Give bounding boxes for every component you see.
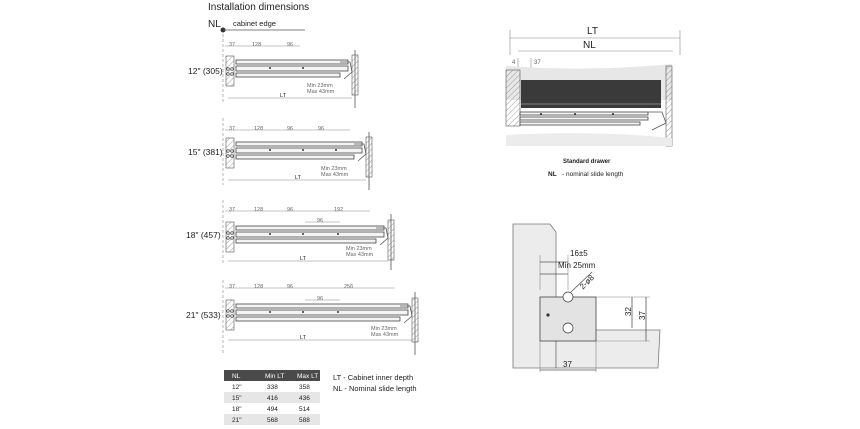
bracket-detail-diagram: 16±5 Min 25mm 2-ø8 32 37 37 <box>512 223 661 372</box>
cabinet-edge-label: cabinet edge <box>233 19 276 28</box>
svg-text:96: 96 <box>287 207 293 213</box>
svg-text:96: 96 <box>287 126 293 132</box>
std-nl-note: - nominal slide length <box>562 171 624 178</box>
svg-text:37: 37 <box>229 126 235 132</box>
table-header: Max LT <box>297 373 318 380</box>
svg-text:256: 256 <box>344 284 353 290</box>
svg-text:LT: LT <box>280 93 287 99</box>
svg-text:128: 128 <box>254 284 263 290</box>
slide-variant-12: 12" (305) 37 128 96 Min 23mm Max 43mm LT <box>188 34 359 108</box>
slide-variant-18: 18" (457) 37 128 96 192 96 Min 23mm Max … <box>186 200 395 270</box>
svg-text:96: 96 <box>317 218 323 224</box>
dim-32: 32 <box>624 307 633 316</box>
slide-variant-21: 21" (533) 37 128 96 256 96 Min 23mm Max … <box>186 280 419 355</box>
page-title: Installation dimensions <box>208 2 309 13</box>
svg-text:96: 96 <box>317 296 323 302</box>
svg-text:NL: NL <box>548 171 557 178</box>
std-nl-label: NL <box>583 40 596 51</box>
variant-size-label: 21" (533) <box>186 310 221 320</box>
svg-text:Min 23mm: Min 23mm <box>307 83 333 89</box>
dim-min-25: Min 25mm <box>558 261 596 270</box>
table-row: 12" 338 358 <box>232 384 310 391</box>
svg-text:494: 494 <box>267 406 278 413</box>
dim-hole: 2-ø8 <box>578 273 596 291</box>
svg-text:Max 43mm: Max 43mm <box>346 252 374 258</box>
legend-nl: NL - Nominal slide length <box>333 384 417 393</box>
table-row: 21" 568 588 <box>232 417 310 424</box>
svg-text:LT: LT <box>300 335 307 341</box>
svg-text:128: 128 <box>254 126 263 132</box>
svg-text:192: 192 <box>334 207 343 213</box>
svg-text:128: 128 <box>254 207 263 213</box>
variant-size-label: 18" (457) <box>186 230 221 240</box>
svg-text:338: 338 <box>267 384 278 391</box>
svg-text:Max 43mm: Max 43mm <box>371 332 399 338</box>
svg-text:18": 18" <box>232 406 242 413</box>
dim-37-vertical: 37 <box>638 311 647 320</box>
svg-text:15": 15" <box>232 395 242 402</box>
variant-size-label: 12" (305) <box>188 66 223 76</box>
svg-text:358: 358 <box>299 384 310 391</box>
svg-text:Min 23mm: Min 23mm <box>321 166 347 172</box>
svg-text:96: 96 <box>287 284 293 290</box>
variant-size-label: 15" (381) <box>188 147 223 157</box>
std-lt-label: LT <box>587 26 598 37</box>
svg-text:LT: LT <box>295 175 302 181</box>
standard-drawer-diagram: LT NL 4 37 Standard drawer NL - nominal … <box>505 26 681 178</box>
svg-text:128: 128 <box>252 42 261 48</box>
std-caption: Standard drawer <box>563 159 611 165</box>
svg-text:37: 37 <box>229 42 235 48</box>
svg-text:Max 43mm: Max 43mm <box>307 89 335 95</box>
table-row: 15" 416 436 <box>232 395 310 402</box>
legend-lt: LT - Cabinet inner depth <box>333 373 413 382</box>
svg-text:Min 23mm: Min 23mm <box>346 246 372 252</box>
svg-text:Min 23mm: Min 23mm <box>371 326 397 332</box>
table-header: Min LT <box>265 373 284 380</box>
svg-text:21": 21" <box>232 417 242 424</box>
svg-text:37: 37 <box>229 284 235 290</box>
svg-text:Max 43mm: Max 43mm <box>321 172 349 178</box>
slide-variant-15: 15" (381) 37 128 96 96 Min 23mm Max 43mm… <box>188 118 373 190</box>
svg-text:96: 96 <box>318 126 324 132</box>
svg-text:568: 568 <box>267 417 278 424</box>
svg-text:96: 96 <box>287 42 293 48</box>
nl-label: NL <box>208 19 221 30</box>
dim-37-horizontal: 37 <box>563 360 572 369</box>
svg-text:416: 416 <box>267 395 278 402</box>
svg-text:514: 514 <box>299 406 310 413</box>
svg-text:588: 588 <box>299 417 310 424</box>
table-row: 18" 494 514 <box>232 406 310 413</box>
nl-lt-table: NL Min LT Max LT 12" 338 358 15" 416 436… <box>224 370 320 425</box>
svg-text:4: 4 <box>512 60 516 66</box>
table-header: NL <box>232 373 241 380</box>
svg-text:37: 37 <box>534 60 541 66</box>
svg-text:37: 37 <box>229 207 235 213</box>
svg-text:12": 12" <box>232 384 242 391</box>
svg-text:436: 436 <box>299 395 310 402</box>
svg-text:LT: LT <box>300 256 307 262</box>
dim-16: 16±5 <box>570 249 588 258</box>
